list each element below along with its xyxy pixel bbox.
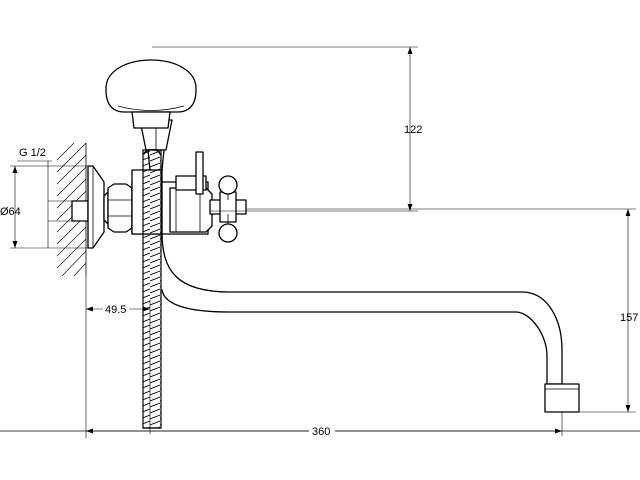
wall-flange: [87, 165, 105, 249]
dimension-flange-diameter: Ø64: [0, 165, 90, 249]
dimension-spout-drop: 157: [246, 208, 638, 413]
dimension-thread: G 1/2: [17, 147, 72, 248]
label-spout-length: 360: [312, 426, 330, 438]
label-flange-diameter: Ø64: [0, 206, 21, 218]
dimension-wall-offset: 49.5: [85, 276, 151, 438]
shower-head: [105, 59, 197, 129]
diverter-lever: [175, 151, 207, 195]
shower-hose: [142, 149, 162, 429]
spout: [161, 231, 563, 385]
label-thread: G 1/2: [19, 147, 46, 159]
aerator: [544, 383, 580, 413]
dimension-shower-height: 122: [152, 46, 422, 212]
hex-nut: [107, 183, 133, 233]
label-wall-offset: 49.5: [105, 304, 126, 316]
label-spout-drop: 157: [620, 312, 638, 324]
dimension-spout-length: 360: [86, 412, 563, 438]
inlet-pipe: [71, 200, 89, 222]
handle-knob: [209, 175, 247, 243]
label-shower-height: 122: [404, 124, 422, 136]
